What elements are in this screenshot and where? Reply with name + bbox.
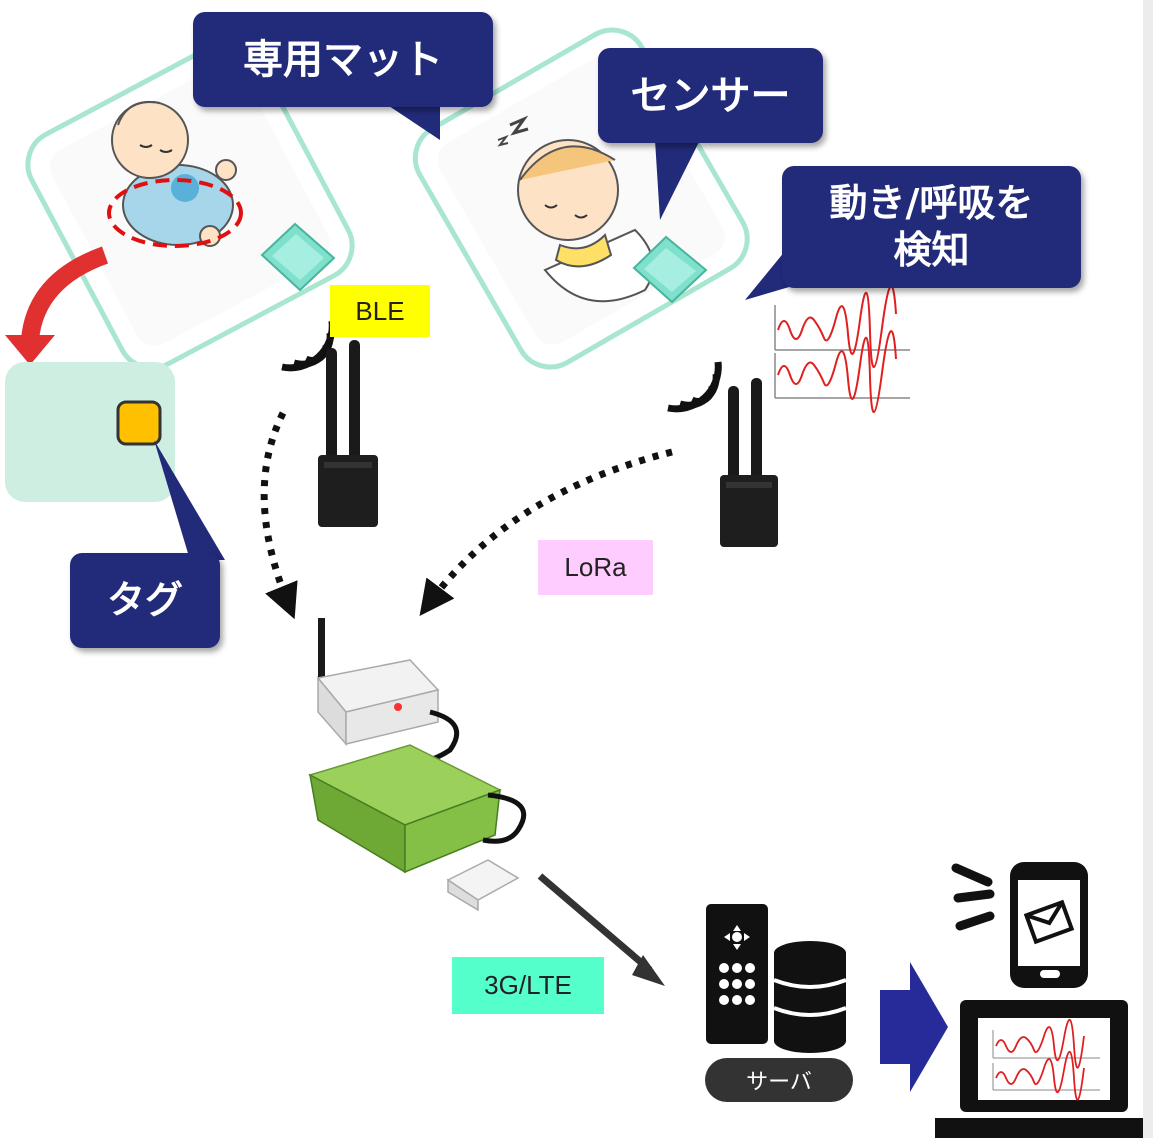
detection-callout-line1: 動き/呼吸を [829,180,1034,225]
page-edge [1143,0,1153,1138]
sleeping-baby-icon [497,115,654,303]
curved-arrow-head [5,335,55,365]
waveform-icon [774,285,910,413]
antenna-device-icon [318,340,378,527]
detection-callout-line2: 検知 [893,228,970,272]
lte-link-arrow [537,873,653,973]
sensor-cube-left [260,222,336,292]
lte-label: 3G/LTE [452,957,604,1014]
lora-link-arrow [419,448,673,617]
wireless-signal-icon [667,361,722,413]
curved-arrow [21,246,109,342]
sensor-callout: センサー [598,48,823,143]
ble-label: BLE [330,285,430,337]
wireless-signal-icon [281,320,336,372]
server-label: サーバ [705,1058,853,1102]
sensor-cube-right [632,235,708,304]
gateway-icon [316,618,460,764]
chest-detection-area [107,178,243,248]
smartphone-mail-icon [951,862,1088,988]
detection-callout: 動き/呼吸を 検知 [782,166,1081,288]
antenna-device-icon [720,378,778,547]
tag-area [5,362,175,502]
tag-callout: タグ [70,553,220,648]
blue-right-arrow [880,962,948,1092]
laptop-icon [935,1000,1153,1138]
lora-label: LoRa [538,540,653,595]
tag-square [116,400,162,446]
ble-link-arrow [260,411,298,620]
server-icon [706,904,847,1053]
router-icon [308,744,527,912]
mat-callout: 専用マット [193,12,493,107]
